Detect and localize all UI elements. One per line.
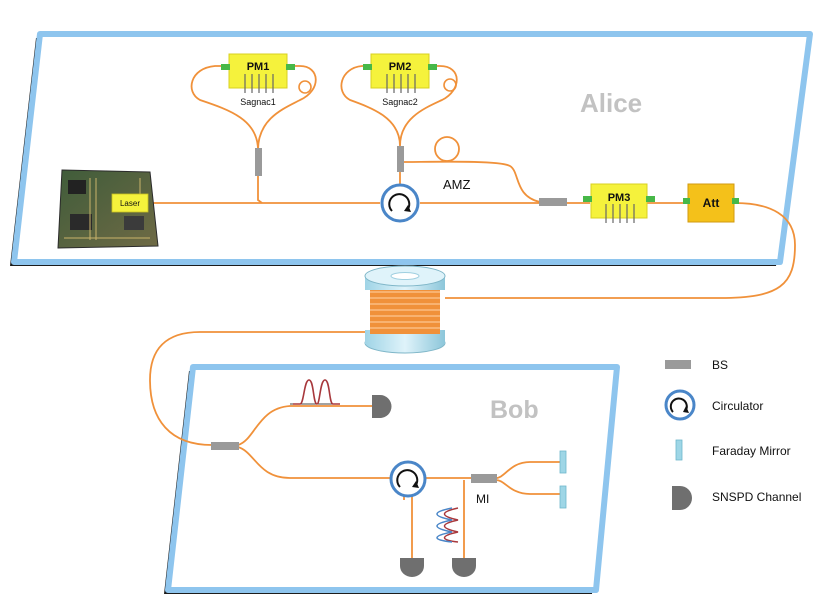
legend-label-bs: BS bbox=[712, 358, 728, 372]
faraday-mirror-icon bbox=[675, 439, 683, 461]
bob-input-beam-splitter bbox=[211, 442, 239, 450]
snspd-channel-icon bbox=[672, 486, 692, 510]
bob-title: Bob bbox=[490, 396, 539, 424]
attenuator-module: Att bbox=[683, 183, 739, 223]
sagnac1-label: Sagnac1 bbox=[240, 97, 276, 107]
alice-title: Alice bbox=[580, 88, 642, 118]
laser-label: Laser bbox=[120, 199, 140, 208]
link-fibers bbox=[149, 331, 365, 446]
pm3-module: PM3 bbox=[583, 183, 655, 223]
att-label: Att bbox=[703, 196, 720, 210]
alice-circulator bbox=[380, 183, 420, 223]
faraday-mirror-top-icon bbox=[559, 450, 567, 474]
pm2-label: PM2 bbox=[389, 61, 412, 73]
sagnac2-label: Sagnac2 bbox=[382, 97, 418, 107]
bob-circulator bbox=[389, 460, 427, 498]
pulse-signal-bottom bbox=[436, 507, 459, 543]
faraday-mirror-bottom-icon bbox=[559, 485, 567, 509]
sagnac1-beam-splitter bbox=[255, 148, 262, 176]
mi-beam-splitter bbox=[471, 474, 497, 483]
sagnac2-beam-splitter bbox=[397, 146, 404, 172]
fiber-spool bbox=[364, 265, 446, 354]
pm3-label: PM3 bbox=[608, 192, 631, 204]
pm2-module: PM2 Sagnac2 bbox=[363, 53, 437, 107]
beam-splitter-icon bbox=[665, 360, 691, 369]
legend-label-circulator: Circulator bbox=[712, 399, 763, 413]
snspd-left-icon bbox=[400, 558, 424, 577]
legend: BS Circulator Faraday Mirror SNSPD Chann… bbox=[664, 358, 801, 510]
sagnac1-small-loop bbox=[298, 80, 312, 94]
beam-splitters bbox=[211, 146, 567, 483]
snspd-right-icon bbox=[452, 558, 476, 577]
laser-board: Laser bbox=[57, 169, 159, 249]
circulator-icon bbox=[664, 389, 696, 421]
pm1-label: PM1 bbox=[247, 61, 270, 73]
snspd-detectors bbox=[372, 395, 476, 577]
faraday-mirrors bbox=[559, 450, 567, 509]
pulse-signal-top bbox=[290, 379, 340, 405]
alice-beam-splitter bbox=[539, 198, 567, 206]
pm1-module: PM1 Sagnac1 bbox=[221, 53, 295, 107]
legend-label-snspd: SNSPD Channel bbox=[712, 490, 801, 504]
sagnac2-small-loop bbox=[443, 78, 457, 92]
mi-label: MI bbox=[476, 492, 489, 506]
amz-label: AMZ bbox=[443, 177, 471, 192]
legend-label-faraday-mirror: Faraday Mirror bbox=[712, 444, 791, 458]
snspd-top-icon bbox=[372, 395, 392, 418]
bob-fibers bbox=[237, 405, 560, 558]
